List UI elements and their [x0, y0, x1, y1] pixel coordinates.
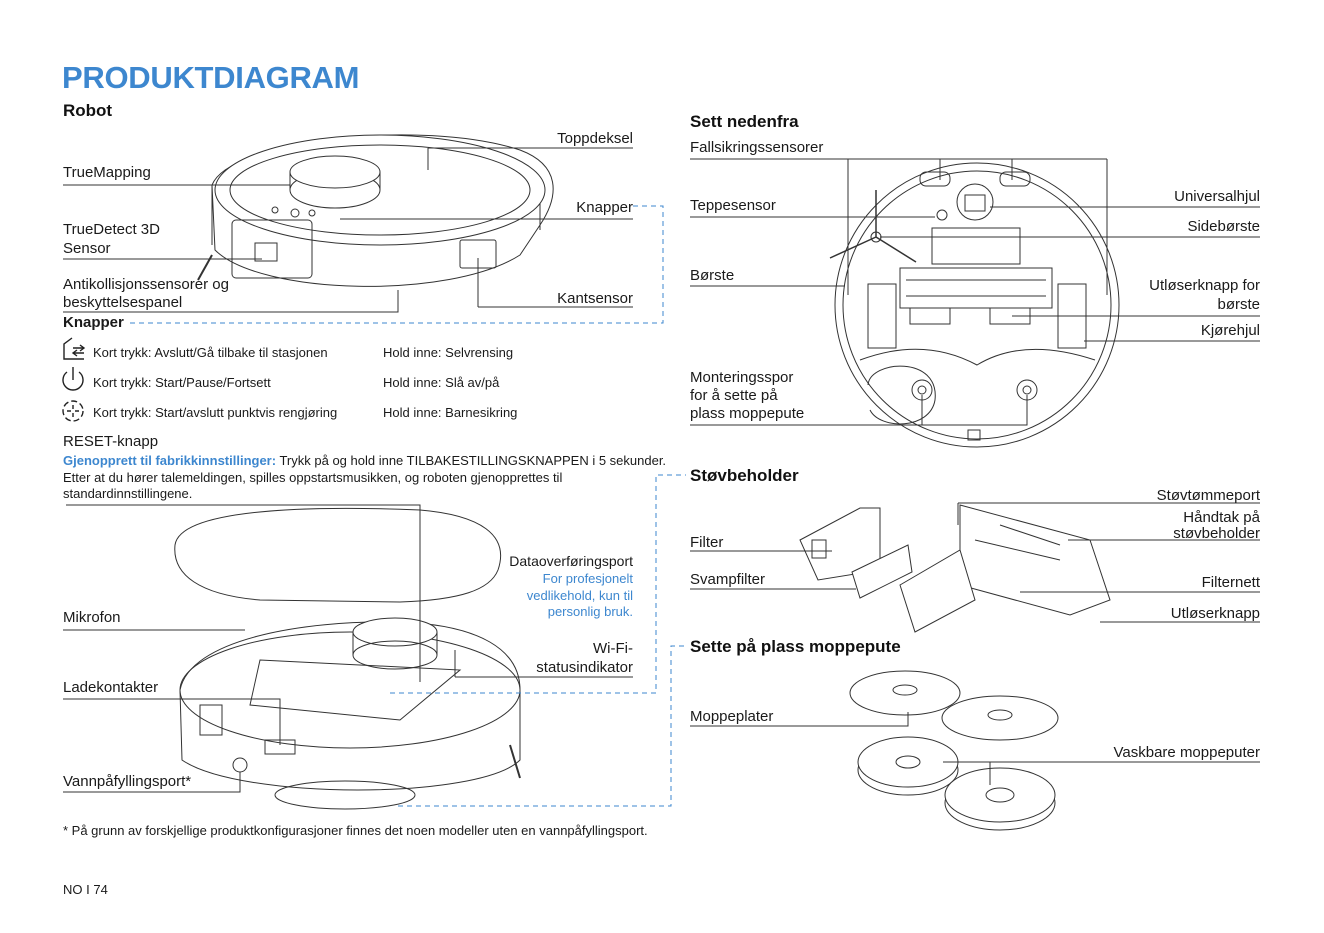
label-utloserknapp: Utløserknapp: [1170, 605, 1260, 622]
robot-top-illustration: [197, 134, 554, 287]
label-wifi-line2: statusindikator: [536, 659, 633, 676]
label-mikrofon: Mikrofon: [63, 609, 121, 626]
label-universalhjul: Universalhjul: [1174, 188, 1260, 205]
reset-lead: Gjenopprett til fabrikkinnstillinger:: [63, 453, 277, 468]
reset-line3: standardinnstillingene.: [63, 486, 193, 501]
reset-heading: RESET-knapp: [63, 433, 159, 450]
home-dock-icon: [63, 337, 86, 360]
label-montering-line2: for å sette på: [690, 387, 778, 404]
label-filternett: Filternett: [1201, 574, 1260, 591]
label-toppdeksel: Toppdeksel: [557, 130, 633, 147]
label-svampfilter: Svampfilter: [690, 571, 766, 588]
button-row-short: Kort trykk: Avslutt/Gå tilbake til stasj…: [93, 345, 328, 360]
mop-illustration: [849, 670, 1059, 831]
power-icon: [62, 367, 84, 391]
robot-bottom-illustration: [829, 162, 1120, 448]
label-stovtommeport: Støvtømmeport: [1156, 487, 1260, 504]
dataport-note-line3: personlig bruk.: [547, 604, 633, 619]
label-antikollisjon-line1: Antikollisjonssensorer og: [63, 276, 229, 293]
label-truedetect-line1: TrueDetect 3D: [63, 221, 160, 238]
label-moppeplater: Moppeplater: [690, 708, 774, 725]
label-handtak-line2: støvbeholder: [1173, 525, 1260, 542]
button-row-short: Kort trykk: Start/Pause/Fortsett: [93, 375, 271, 390]
robot-open-illustration: [174, 507, 521, 810]
label-vaskbare-moppeputer: Vaskbare moppeputer: [1113, 744, 1260, 761]
label-dataport: Dataoverføringsport: [509, 553, 633, 569]
page-title: PRODUKTDIAGRAM: [62, 60, 360, 95]
label-utloser-borste-line2: børste: [1217, 296, 1260, 313]
button-row-hold: Hold inne: Slå av/på: [383, 375, 500, 390]
dataport-note-line2: vedlikehold, kun til: [526, 588, 633, 603]
label-teppesensor: Teppesensor: [690, 197, 776, 214]
label-antikollisjon-line2: beskyttelsespanel: [63, 294, 183, 311]
label-kantsensor: Kantsensor: [557, 290, 633, 307]
label-sideborste: Sidebørste: [1187, 218, 1260, 235]
label-truedetect-line2: Sensor: [63, 240, 111, 257]
dust-box-heading: Støvbeholder: [690, 466, 799, 485]
robot-heading: Robot: [63, 101, 113, 120]
label-vannpafylling: Vannpåfyllingsport*: [63, 773, 192, 790]
label-utloser-borste-line1: Utløserknapp for: [1149, 277, 1260, 294]
label-truemapping: TrueMapping: [63, 164, 151, 181]
label-handtak-line1: Håndtak på: [1183, 509, 1260, 526]
dust-box-illustration: [799, 504, 1111, 633]
label-montering-line3: plass moppepute: [690, 405, 805, 422]
button-row-hold: Hold inne: Barnesikring: [383, 405, 518, 420]
reset-line2: Etter at du hører talemeldingen, spilles…: [63, 470, 563, 485]
page-number: NO I 74: [63, 882, 108, 897]
label-montering-line1: Monteringsspor: [690, 369, 794, 386]
label-ladekontakter: Ladekontakter: [63, 679, 159, 696]
dataport-note-line1: For profesjonelt: [542, 571, 633, 586]
buttons-heading: Knapper: [63, 314, 124, 331]
label-kjorehjul: Kjørehjul: [1200, 322, 1260, 339]
button-row-short: Kort trykk: Start/avslutt punktvis rengj…: [93, 405, 338, 420]
reset-line1: Gjenopprett til fabrikkinnstillinger: Tr…: [63, 453, 666, 468]
bottom-view-heading: Sett nedenfra: [690, 112, 799, 131]
spot-clean-icon: [62, 400, 84, 422]
button-row-hold: Hold inne: Selvrensing: [383, 345, 514, 360]
label-borste: Børste: [690, 267, 735, 284]
reset-text: Trykk på og hold inne TILBAKESTILLINGSKN…: [279, 453, 667, 468]
mop-heading: Sette på plass moppepute: [690, 637, 901, 656]
label-wifi-line1: Wi-Fi-: [593, 640, 633, 657]
label-fallsikring: Fallsikringssensorer: [690, 139, 824, 156]
footnote: * På grunn av forskjellige produktkonfig…: [63, 823, 648, 838]
label-filter: Filter: [690, 534, 724, 551]
label-knapper: Knapper: [576, 199, 633, 216]
